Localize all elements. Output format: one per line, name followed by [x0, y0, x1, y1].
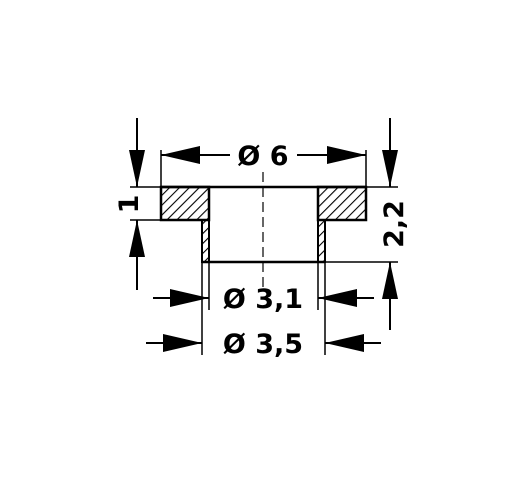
- inner-diameter-label: Ø 3,1: [223, 284, 303, 315]
- flange-thickness-label: 1: [114, 195, 145, 214]
- dimension-bore-diameter: Ø 3,5: [146, 329, 381, 360]
- dimension-outer-diameter: Ø 6: [161, 141, 366, 172]
- right-sleeve-wall: [317, 219, 326, 263]
- bore-diameter-label: Ø 3,5: [223, 329, 303, 360]
- right-flange-hatch: [316, 185, 368, 222]
- dimension-flange-thickness: 1: [114, 118, 145, 290]
- left-flange-hatch: [159, 185, 211, 222]
- extension-lines: [130, 150, 398, 355]
- dimension-inner-diameter: Ø 3,1: [153, 284, 374, 315]
- outer-diameter-label: Ø 6: [237, 141, 288, 172]
- left-sleeve-wall: [201, 219, 210, 263]
- dimension-total-height: 2,2: [379, 118, 410, 330]
- bushing-section: [159, 172, 368, 290]
- total-height-label: 2,2: [379, 200, 410, 248]
